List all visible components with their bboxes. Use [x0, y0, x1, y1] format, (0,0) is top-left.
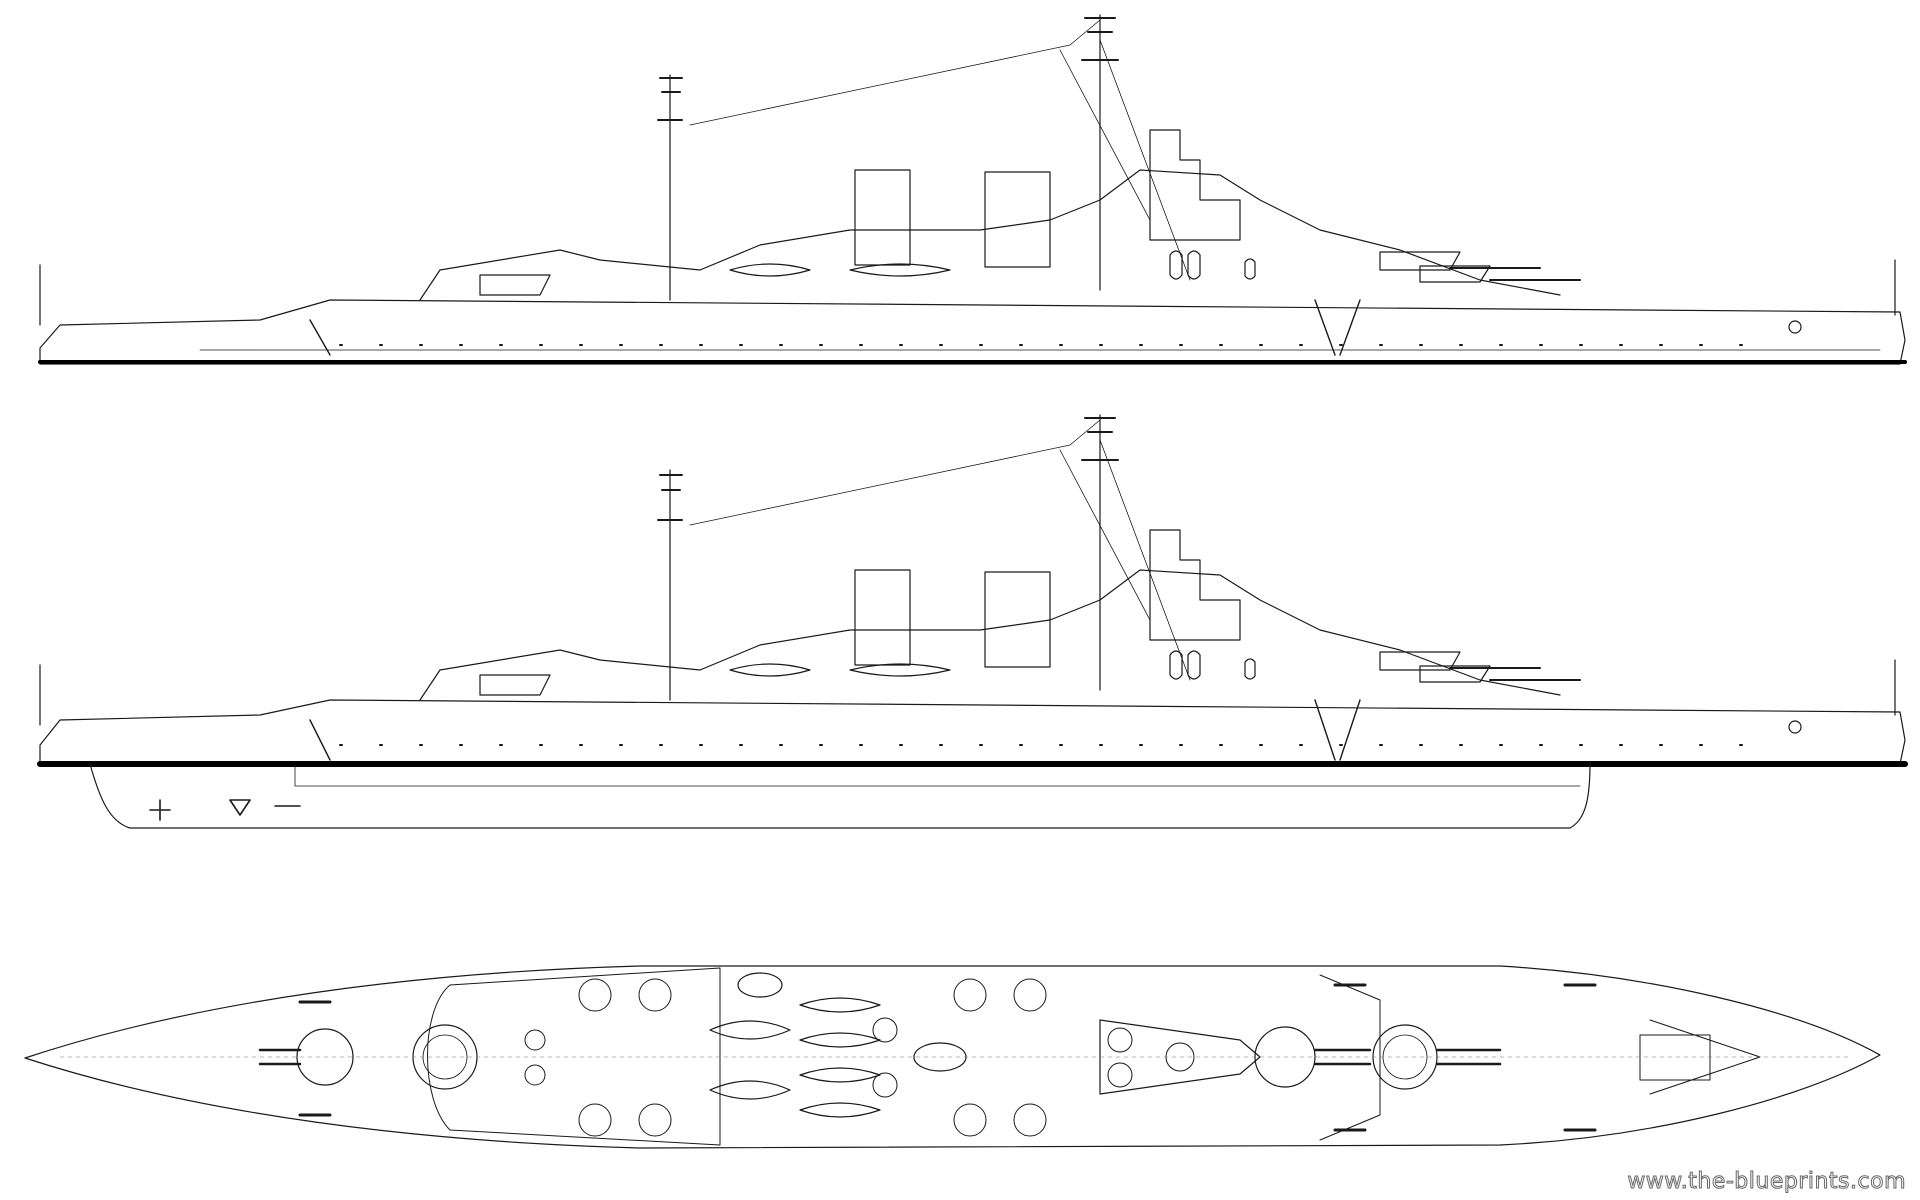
bridge-windows: [1169, 250, 1256, 280]
anchor-hawse: [1788, 320, 1802, 334]
deck-outline: [24, 965, 1881, 1149]
gun-turrets: [479, 251, 1491, 296]
forward-funnel: [854, 169, 911, 266]
superstructure-outline-2: [419, 569, 1561, 701]
plan-funnel-fwd: [737, 972, 783, 998]
secondary-mounts: [524, 978, 1195, 1137]
forward-funnel-2: [854, 569, 911, 666]
profile-lower-view: [37, 414, 1908, 829]
propellers-rudder: [149, 799, 301, 821]
hull-upper: [39, 699, 1906, 765]
aft-funnel-2: [984, 571, 1051, 668]
forecastle-break: [427, 967, 721, 1146]
aft-funnel: [984, 171, 1051, 268]
plan-view: [24, 965, 1881, 1149]
boats: [729, 263, 951, 277]
underwater-hull: [89, 763, 1591, 829]
plan-bridge: [1099, 1019, 1261, 1095]
hull-outline: [39, 299, 1906, 365]
rigging-lines: [689, 19, 1191, 281]
bridge-tower: [1149, 129, 1241, 241]
watermark: www.the-blueprints.com: [1627, 1169, 1906, 1195]
profile-upper-view: [38, 14, 1907, 365]
external-fittings: [298, 983, 1597, 1132]
superstructure-outline: [419, 169, 1561, 301]
plan-boats: [709, 997, 881, 1118]
